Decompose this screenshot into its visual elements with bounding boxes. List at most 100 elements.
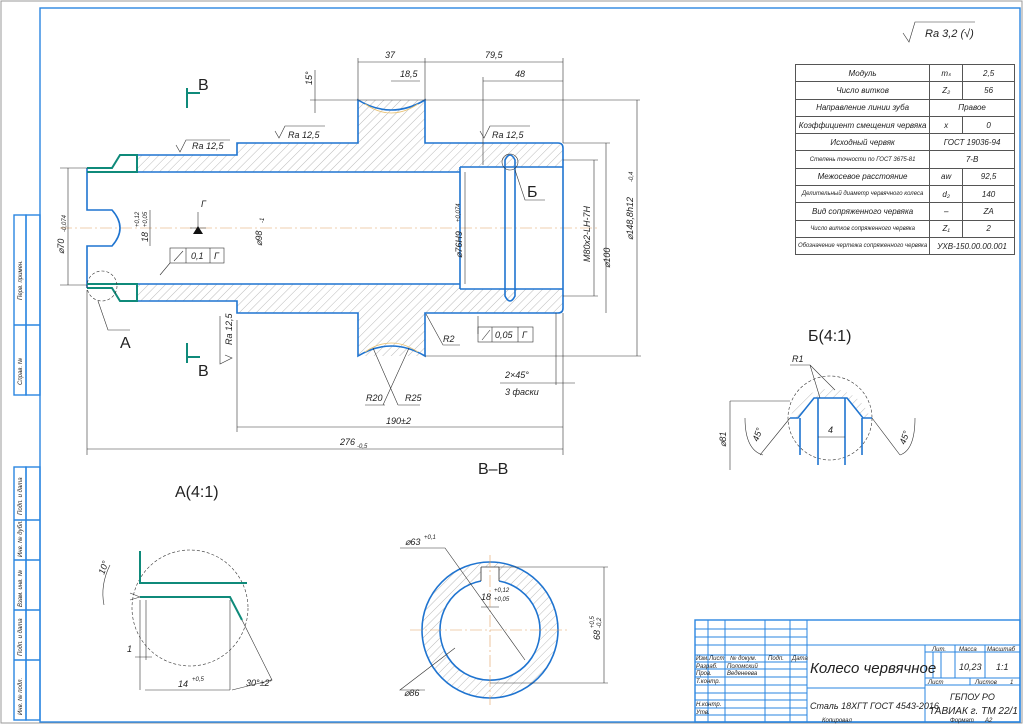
title-block: Изм. Лист № докум. Подп. Дата Разраб. По… <box>694 619 1021 723</box>
tb-material: Сталь 18ХГТ ГОСТ 4543-2016 <box>810 701 939 711</box>
param-symbol: Z₂ <box>929 81 964 100</box>
general-roughness-text: Ra 3,2 (√) <box>925 28 974 40</box>
stamp-dup-inv: Инв. № дубл. <box>17 520 24 557</box>
dim-key-18-tol-up: +0,12 <box>135 211 141 227</box>
bb-dia-63-tol: +0,1 <box>424 535 436 541</box>
dim-276: 276 <box>339 437 355 447</box>
bb-dia-63: ⌀63 <box>405 537 420 547</box>
tb-lit-label: Лит. <box>931 647 946 653</box>
runout-2-datum: Г <box>522 330 528 340</box>
dim-dia-148-8: ⌀148,8h12 <box>625 197 635 240</box>
param-value: 2,5 <box>962 63 1015 83</box>
dim-angle-15: 15° <box>304 71 314 85</box>
roughness-ra-1: Ra 12,5 <box>192 141 225 151</box>
param-label: Вид сопряженного червяка <box>794 202 931 221</box>
dim-48: 48 <box>515 69 525 79</box>
copied-label: Копировал <box>822 718 852 724</box>
param-label: Делительный диаметр червячного колеса <box>794 185 931 204</box>
param-value: 7-B <box>929 150 1015 169</box>
detail-a-dim-14: 14 <box>178 679 188 689</box>
runout-1-datum: Г <box>214 251 220 261</box>
tb-col-date: Дата <box>791 656 808 662</box>
tb-role-dev: Разраб. <box>696 664 718 670</box>
dim-276-tol: -0,5 <box>357 444 368 450</box>
runout-frame-1: 0,1 Г <box>159 247 225 276</box>
detail-a-angle-10: 10° <box>96 559 110 576</box>
dim-key-18-tol-low: +0,05 <box>143 211 149 227</box>
format-value: A2 <box>984 718 993 724</box>
side-stamp: Перв. примен. Справ. № Подп. и дата Инв.… <box>13 214 41 721</box>
dim-key-18: 18 <box>140 232 150 242</box>
cut-label-bottom: В <box>198 363 209 380</box>
param-symbol: mₛ <box>929 63 964 83</box>
tb-col-doc: № докум. <box>730 655 756 662</box>
bb-dim-68-tol-up: +0,5 <box>590 615 596 628</box>
dim-dia-76-tol: +0,074 <box>456 203 462 222</box>
tb-mass-value: 10,23 <box>959 662 982 672</box>
dim-dia-98: ⌀98 <box>254 231 264 246</box>
section-bb-view: ⌀63 +0,1 ⌀86 18 +0,12 +0,05 68 +0,5 -0,2 <box>399 535 608 705</box>
detail-a-dim-1: 1 <box>127 644 132 654</box>
dim-dia-98-tol: -1 <box>260 218 266 223</box>
dim-dia-70-tol: -0,074 <box>62 214 68 232</box>
param-label: Модуль <box>794 63 931 83</box>
stamp-orig-inv: Инв. № подл. <box>17 678 24 715</box>
param-value: 0 <box>962 115 1015 135</box>
param-row: Обозначение чертежа сопряженного червяка… <box>794 236 1015 256</box>
main-section-view: А Б В В Г 37 79,5 18,5 48 15° 276 -0,5 1… <box>56 50 641 478</box>
param-label: Направление линии зуба <box>794 98 931 117</box>
key-slot <box>86 168 121 288</box>
tb-sheets-label: Листов <box>974 680 997 686</box>
detail-b-angle-right: 45° <box>897 429 911 446</box>
param-row: Вид сопряженного червяка–ZA <box>794 202 1015 221</box>
bb-dia-86: ⌀86 <box>404 688 419 698</box>
param-value: УХВ-150.00.00.001 <box>929 236 1015 256</box>
bb-dim-68: 68 <box>592 630 602 640</box>
tb-org-line-2: ТАВИАК г. ТМ 22/1 <box>929 706 1018 717</box>
tb-sheet-label: Лист <box>927 680 943 686</box>
dim-37: 37 <box>385 50 396 60</box>
tb-col-izm: Изм. <box>696 656 709 662</box>
detail-b-dia-81: ⌀81 <box>718 432 728 447</box>
param-value: 140 <box>962 185 1015 204</box>
stamp-sign-date-2: Подп. и дата <box>18 618 24 656</box>
param-value: Правое <box>929 98 1015 117</box>
param-value: 92,5 <box>962 167 1015 187</box>
main-section-title: В–В <box>478 461 508 478</box>
tb-col-list: Лист <box>708 656 724 662</box>
param-value: 56 <box>962 81 1015 100</box>
roughness-ra-3: Ra 12,5 <box>492 130 525 140</box>
dim-r25: R25 <box>405 393 423 403</box>
param-label: Исходный червяк <box>794 133 931 152</box>
param-symbol: d₂ <box>929 185 964 204</box>
runout-frame-2: 0,05 Г <box>477 316 534 343</box>
detail-b-r1: R1 <box>792 354 804 364</box>
runout-1-value: 0,1 <box>191 251 204 261</box>
dim-dia-148-8-tol: -0,4 <box>629 171 635 182</box>
param-label: Коэффициент смещения червяка <box>794 115 931 135</box>
detail-a-angle-30: 30°±2' <box>246 678 272 688</box>
param-value: 2 <box>962 219 1015 238</box>
tb-name-check: Веденеева <box>727 671 758 677</box>
bb-key-18: 18 <box>481 592 491 602</box>
tb-part-name: Колесо червячное <box>810 660 936 677</box>
cut-mark-top <box>186 88 200 108</box>
param-label: Межосевое расстояние <box>794 167 931 187</box>
dim-dia-70: ⌀70 <box>56 239 66 254</box>
tb-sheets-value: 1 <box>1010 680 1013 686</box>
detail-a-dim-14-tol: +0,5 <box>192 677 205 683</box>
bb-key-18-tol-low: +0,05 <box>494 597 510 603</box>
tb-scale-value: 1:1 <box>996 662 1009 672</box>
cut-mark-bottom <box>186 343 200 363</box>
stamp-replaced-inv: Взам. инв. № <box>17 569 24 607</box>
param-symbol: x <box>929 115 964 135</box>
general-roughness: Ra 3,2 (√) <box>902 21 975 43</box>
tb-name-dev: Поломский <box>727 663 758 670</box>
